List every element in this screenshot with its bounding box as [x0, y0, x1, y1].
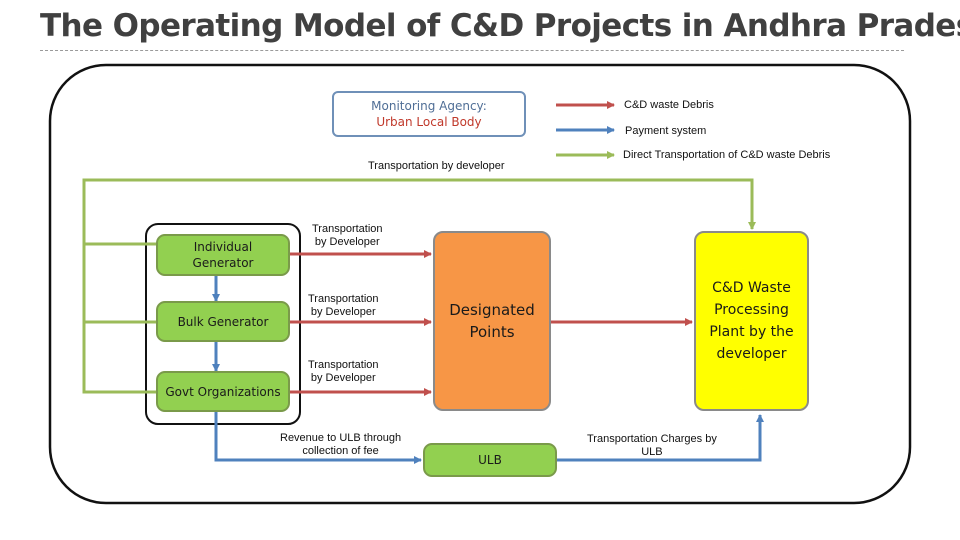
transport-label-1-line1: Transportation — [312, 223, 383, 235]
monitoring-agency-name: Urban Local Body — [376, 115, 482, 129]
processing-plant-box: C&D Waste Processing Plant by the develo… — [694, 231, 809, 411]
designated-points-label: Designated Points — [449, 301, 535, 341]
individual-generator-label: Individual Generator — [192, 240, 254, 270]
legend-label-debris: C&D waste Debris — [624, 99, 714, 111]
transport-label-1-line2: by Developer — [314, 236, 380, 248]
processing-plant-label: C&D Waste Processing Plant by the develo… — [709, 280, 794, 362]
monitoring-agency-title: Monitoring Agency: — [371, 99, 487, 113]
legend-label-direct: Direct Transportation of C&D waste Debri… — [623, 149, 831, 161]
transport-label-3-line2: by Developer — [310, 372, 376, 384]
ulb-box: ULB — [423, 443, 557, 477]
transport-label-3-line1: Transportation — [308, 359, 379, 371]
charges-label-line2: ULB — [641, 446, 663, 458]
revenue-label-line2: collection of fee — [302, 445, 379, 457]
govt-organizations-label: Govt Organizations — [165, 384, 281, 399]
transport-label-2: Transportation by Developer — [308, 293, 379, 319]
individual-generator-box: Individual Generator — [156, 234, 290, 276]
designated-points-box: Designated Points — [433, 231, 551, 411]
revenue-label-line1: Revenue to ULB through — [280, 432, 402, 444]
bulk-generator-label: Bulk Generator — [177, 314, 269, 329]
transport-label-1: Transportation by Developer — [312, 223, 383, 249]
govt-organizations-box: Govt Organizations — [156, 371, 290, 412]
direct-transport-govt — [82, 244, 156, 394]
top-transport-label: Transportation by developer — [368, 160, 505, 172]
transport-label-2-line1: Transportation — [308, 293, 379, 305]
outer-frame — [48, 63, 912, 505]
title-divider — [40, 50, 904, 51]
ulb-label: ULB — [478, 453, 502, 467]
charges-label: Transportation Charges by ULB — [587, 433, 717, 459]
page-title: The Operating Model of C&D Projects in A… — [40, 8, 960, 44]
transport-label-3: Transportation by Developer — [308, 359, 379, 385]
generator-group-frame — [145, 223, 301, 425]
charges-arrow — [557, 414, 764, 462]
revenue-arrow — [214, 412, 422, 464]
direct-transport-line — [82, 178, 756, 246]
charges-label-line1: Transportation Charges by — [587, 433, 717, 445]
bulk-generator-box: Bulk Generator — [156, 301, 290, 342]
revenue-label: Revenue to ULB through collection of fee — [280, 432, 401, 458]
legend-label-payment: Payment system — [625, 125, 707, 137]
transport-label-2-line2: by Developer — [310, 306, 376, 318]
monitoring-agency-box: Monitoring Agency: Urban Local Body — [332, 91, 526, 137]
